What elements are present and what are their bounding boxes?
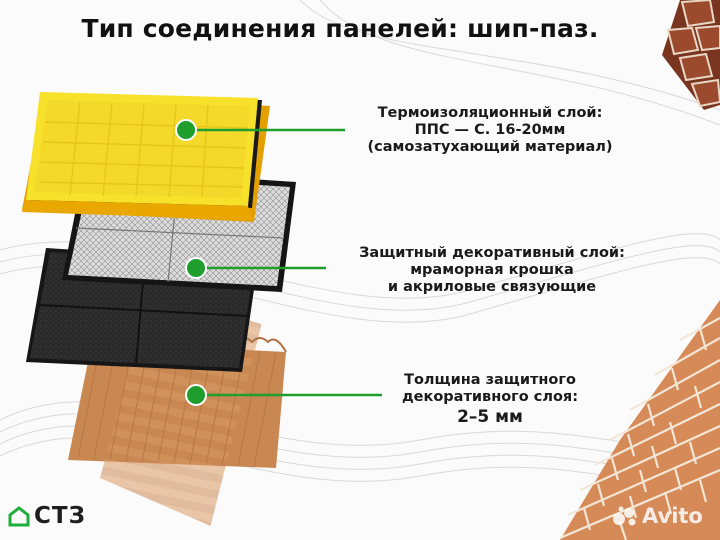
label-decorative-line3: и акриловые связующие [387, 279, 597, 295]
label-decorative-layer: Защитный декоративный слой: мраморная кр… [322, 245, 662, 296]
label-thermal-line1: Термоизоляционный слой: [377, 105, 603, 121]
leader-thermal [175, 119, 345, 141]
leader-decorative [185, 257, 326, 279]
brick-corner-bottom [560, 300, 720, 540]
label-thickness-line2: декоративного слоя: [401, 389, 579, 405]
house-icon [8, 506, 30, 527]
label-thickness-line1: Толщина защитного [404, 372, 576, 388]
label-thermal-line3: (самозатухающий материал) [367, 139, 613, 155]
label-thickness: Толщина защитного декоративного слоя: 2–… [355, 372, 625, 428]
avito-watermark: Avito [612, 503, 703, 529]
thermal-insulation-layer [22, 92, 270, 222]
marker-decorative [185, 257, 207, 279]
page-title: Тип соединения панелей: шип-паз. [81, 14, 599, 43]
label-thermal-line2: ППС — С. 16-20мм [414, 122, 566, 138]
brand-logo: СТЗ [8, 503, 86, 529]
label-thickness-value: 2–5 мм [457, 407, 523, 427]
avito-dots-icon [613, 506, 636, 526]
marker-thermal [175, 119, 197, 141]
avito-watermark-text: Avito [642, 504, 703, 528]
label-decorative-line1: Защитный декоративный слой: [359, 245, 625, 261]
label-decorative-line2: мраморная крошка [410, 262, 574, 278]
brand-logo-text: СТЗ [34, 503, 86, 529]
leader-thickness [185, 384, 382, 406]
label-thermal-layer: Термоизоляционный слой: ППС — С. 16-20мм… [330, 105, 650, 156]
marker-thickness [185, 384, 207, 406]
brick-corner-top [662, 0, 720, 110]
